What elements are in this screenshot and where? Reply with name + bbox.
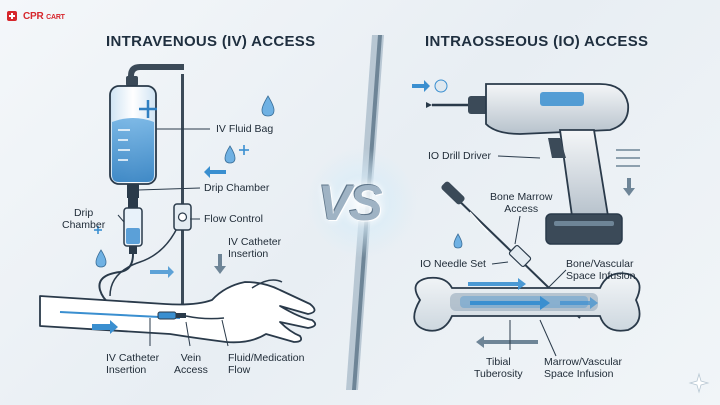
sparkle-icon [688,372,710,394]
label-flow-control: Flow Control [204,213,263,225]
flow-control-clamp [174,204,191,230]
label-iv-fluid-bag: IV Fluid Bag [216,123,273,135]
io-drill-driver [426,84,628,244]
label-drip-chamber-right: Drip Chamber [204,182,269,194]
vs-text: VS [318,174,381,232]
arm-hand [40,280,315,342]
label-io-needle-set: IO Needle Set [420,258,486,270]
iv-fluid-bag [110,86,157,198]
drip-chamber-left [124,198,142,254]
label-io-drill-driver: IO Drill Driver [428,150,491,162]
